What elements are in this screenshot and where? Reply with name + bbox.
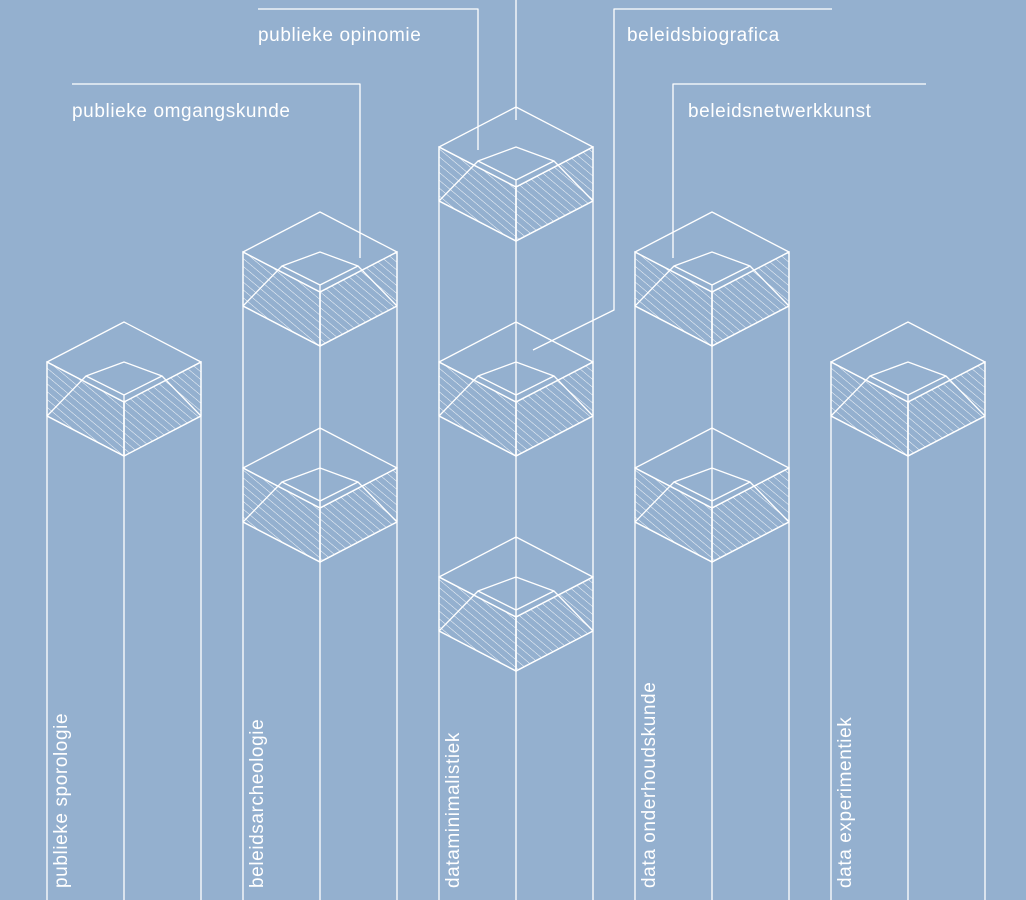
box-dataminimalistiek-2 [438,321,594,458]
box-bottom-edge [634,305,790,347]
box-bottom-edge [830,415,986,457]
box-data-onderhoudskunde-1 [634,211,790,348]
label-publieke-opinomie: publieke opinomie [258,25,421,46]
connector-beleidsnetwerkkunst [672,83,926,258]
box-inner-edge [161,375,202,417]
box-inner-edge [749,481,790,523]
connector-publieke-omgangskunde [72,83,361,258]
pillar-label-publieke-sporologie: publieke sporologie [51,713,72,888]
box-inner-edge [945,375,986,417]
box-inner-edge [553,160,594,202]
pillar-label-data-onderhoudskunde: data onderhoudskunde [639,682,660,888]
box-publieke-sporologie-1 [46,321,202,458]
box-bottom-edge [634,521,790,563]
box-inner-edge [438,590,479,632]
pillar-label-dataminimalistiek: dataminimalistiek [443,732,464,888]
pillar-label-beleidsarcheologie: beleidsarcheologie [247,719,268,888]
label-beleidsbiografica: beleidsbiografica [627,25,780,46]
box-inner-edge [438,160,479,202]
pillar-publieke-sporologie: publieke sporologie [46,321,202,900]
box-inner-edge [553,590,594,632]
box-dataminimalistiek-1 [438,106,594,243]
box-bottom-edge [242,305,398,347]
box-inner-edge [634,265,675,307]
pillar-data-onderhoudskunde: data onderhoudskunde [634,211,790,900]
box-bottom-edge [438,200,594,242]
box-bottom-edge [46,415,202,457]
box-inner-edge [357,481,398,523]
box-inner-edge [553,375,594,417]
box-inner-edge [749,265,790,307]
label-beleidsnetwerkkunst: beleidsnetwerkkunst [688,101,872,122]
box-inner-edge [242,481,283,523]
box-beleidsarcheologie-1 [242,211,398,348]
box-data-experimentiek-1 [830,321,986,458]
box-inner-edge [634,481,675,523]
pillars: publieke sporologie beleidsarcheologie dat… [46,106,986,900]
connector-publieke-opinomie [258,8,479,150]
box-inner-edge [830,375,871,417]
pillar-dataminimalistiek: dataminimalistiek [438,106,594,900]
box-inner-edge [438,375,479,417]
pillar-data-experimentiek: data experimentiek [830,321,986,900]
box-inner-edge [46,375,87,417]
box-inner-edge [242,265,283,307]
label-publieke-omgangskunde: publieke omgangskunde [72,101,291,122]
pillar-beleidsarcheologie: beleidsarcheologie [242,211,398,900]
box-bottom-edge [438,415,594,457]
box-bottom-edge [242,521,398,563]
box-dataminimalistiek-3 [438,536,594,673]
box-data-onderhoudskunde-2 [634,427,790,564]
connector-lines [72,0,926,351]
box-inner-edge [357,265,398,307]
box-beleidsarcheologie-2 [242,427,398,564]
pillar-label-data-experimentiek: data experimentiek [835,717,856,888]
box-bottom-edge [438,630,594,672]
connector-beleidsbiografica-branch [532,8,832,351]
